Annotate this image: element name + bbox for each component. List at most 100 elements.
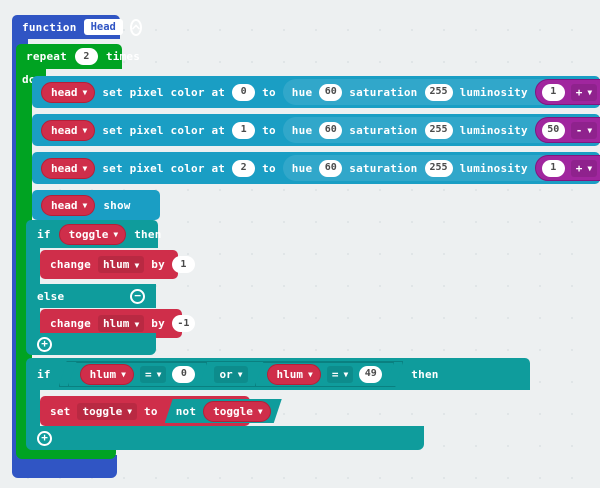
left-compare-operator-dropdown[interactable]: = ▼ <box>140 366 166 383</box>
saturation-field-2[interactable]: 255 <box>424 159 453 177</box>
show-target-label: head <box>51 198 78 212</box>
right-comparison-block[interactable]: hlum ▼ = ▼ 49 <box>255 362 395 387</box>
repeat-do-label: do <box>22 73 36 86</box>
arithmetic-block-2[interactable]: 1 + ▼ hlum ▼ <box>534 155 600 181</box>
or-boolean-block[interactable]: hlum ▼ = ▼ 0 or ▼ hlum ▼ = ▼ 49 <box>59 361 404 387</box>
caret-down-icon: ▼ <box>587 88 593 97</box>
saturation-field-0[interactable]: 255 <box>424 83 453 101</box>
repeat-times-label: times <box>105 50 141 63</box>
right-compare-operator-dropdown[interactable]: = ▼ <box>327 366 353 383</box>
target-variable-label-2: head <box>51 161 78 175</box>
set-variable-dropdown[interactable]: toggle ▼ <box>77 402 138 420</box>
operator-label-2: + <box>575 161 583 175</box>
saturation-field-1[interactable]: 255 <box>424 121 453 139</box>
operand-a-field-2[interactable]: 1 <box>541 159 565 177</box>
target-variable-dropdown-0[interactable]: head ▼ <box>41 81 96 103</box>
if-limits-footer[interactable]: + <box>26 426 424 450</box>
set-toggle-block[interactable]: set toggle ▼ to not toggle ▼ <box>40 396 250 426</box>
hue-field-0[interactable]: 60 <box>319 83 343 101</box>
if-toggle-footer[interactable]: + <box>26 333 156 355</box>
arithmetic-block-0[interactable]: 1 + ▼ hlum ▼ <box>534 79 600 105</box>
luminosity-label-0: luminosity <box>459 85 528 99</box>
caret-down-icon: ▼ <box>587 126 593 135</box>
operator-dropdown-1[interactable]: - ▼ <box>570 121 598 139</box>
by-label-then: by <box>151 258 165 271</box>
not-boolean-block[interactable]: not toggle ▼ <box>165 399 282 423</box>
if-toggle-then-body <box>26 248 40 284</box>
caret-down-icon: ▼ <box>134 260 140 270</box>
arithmetic-block-1[interactable]: 50 - ▼ hlum ▼ <box>534 117 600 143</box>
set-pixel-color-block-2[interactable]: head ▼ set pixel color at 2 to hue 60 sa… <box>32 152 600 184</box>
left-comparison-block[interactable]: hlum ▼ = ▼ 0 <box>68 362 208 387</box>
not-keyword-label: not <box>175 404 197 418</box>
saturation-label-0: saturation <box>349 85 418 99</box>
right-compare-value-field[interactable]: 49 <box>359 366 382 383</box>
if-toggle-header[interactable]: if toggle ▼ then <box>26 220 162 248</box>
target-variable-label-1: head <box>51 123 78 137</box>
function-block-header[interactable]: function Head <box>12 15 142 39</box>
right-compare-variable-dropdown[interactable]: hlum ▼ <box>267 364 321 385</box>
if-keyword-label: if <box>37 227 51 241</box>
function-block-footer <box>12 455 117 478</box>
plus-circle-icon[interactable]: + <box>37 336 52 352</box>
if-limits-keyword-label: if <box>37 367 51 381</box>
minus-circle-icon[interactable]: − <box>130 288 145 304</box>
change-amount-field-then[interactable]: 1 <box>171 256 195 273</box>
right-compare-operator-label: = <box>331 367 339 381</box>
left-compare-variable-label: hlum <box>89 367 117 381</box>
operand-a-field-1[interactable]: 50 <box>541 121 565 139</box>
if-toggle-else-header[interactable]: else − <box>26 284 156 308</box>
plus-circle-icon[interactable]: + <box>37 430 52 446</box>
pixel-index-field-2[interactable]: 2 <box>232 159 256 177</box>
hue-field-2[interactable]: 60 <box>319 159 343 177</box>
show-block[interactable]: head ▼ show <box>32 190 160 220</box>
repeat-block-header[interactable]: repeat 2 times <box>16 44 140 69</box>
chevron-up-icon[interactable] <box>129 18 142 36</box>
change-keyword-label-else: change <box>50 317 91 330</box>
left-compare-operator-label: = <box>144 367 152 381</box>
change-variable-dropdown-then[interactable]: hlum ▼ <box>97 256 145 273</box>
show-target-dropdown[interactable]: head ▼ <box>41 194 96 216</box>
color-hsl-group-1: hue 60 saturation 255 luminosity 50 - ▼ … <box>282 117 600 143</box>
operator-dropdown-2[interactable]: + ▼ <box>570 159 598 177</box>
change-amount-field-else[interactable]: -1 <box>171 315 195 332</box>
set-variable-label: toggle <box>82 404 123 418</box>
if-condition-variable-dropdown[interactable]: toggle ▼ <box>58 223 127 245</box>
operator-label-0: + <box>575 85 583 99</box>
set-pixel-color-block-0[interactable]: head ▼ set pixel color at 0 to hue 60 sa… <box>32 76 600 108</box>
set-pixel-color-block-1[interactable]: head ▼ set pixel color at 1 to hue 60 sa… <box>32 114 600 146</box>
pixel-index-field-0[interactable]: 0 <box>232 83 256 101</box>
change-variable-dropdown-else[interactable]: hlum ▼ <box>97 315 145 332</box>
caret-down-icon: ▼ <box>121 370 126 379</box>
target-variable-dropdown-1[interactable]: head ▼ <box>41 119 96 141</box>
right-compare-variable-label: hlum <box>276 367 304 381</box>
set-pixel-action-label-2: set pixel color at <box>102 161 226 175</box>
pixel-index-field-1[interactable]: 1 <box>232 121 256 139</box>
caret-down-icon: ▼ <box>82 126 88 135</box>
color-hsl-group-0: hue 60 saturation 255 luminosity 1 + ▼ h… <box>282 79 600 105</box>
luminosity-label-2: luminosity <box>459 161 528 175</box>
if-condition-variable-label: toggle <box>68 227 109 241</box>
set-keyword-label: set <box>50 404 71 418</box>
repeat-count-field[interactable]: 2 <box>74 48 98 65</box>
left-compare-value-field[interactable]: 0 <box>172 366 195 383</box>
operator-dropdown-0[interactable]: + ▼ <box>570 83 598 101</box>
target-variable-dropdown-2[interactable]: head ▼ <box>41 157 96 179</box>
to-label-2: to <box>262 161 276 175</box>
or-operator-dropdown[interactable]: or ▼ <box>214 366 247 383</box>
hue-field-1[interactable]: 60 <box>319 121 343 139</box>
function-name-field[interactable]: Head <box>83 18 123 36</box>
if-limits-header[interactable]: if hlum ▼ = ▼ 0 or ▼ hlum ▼ = ▼ <box>26 358 530 390</box>
then-keyword-label: then <box>134 227 162 241</box>
caret-down-icon: ▼ <box>237 370 243 379</box>
change-hlum-block-then[interactable]: change hlum ▼ by 1 <box>40 250 195 279</box>
caret-down-icon: ▼ <box>308 370 313 379</box>
luminosity-label-1: luminosity <box>459 123 528 137</box>
left-compare-variable-dropdown[interactable]: hlum ▼ <box>80 364 134 385</box>
not-operand-dropdown[interactable]: toggle ▼ <box>203 401 271 422</box>
hue-label-2: hue <box>291 161 313 175</box>
change-variable-label-else: hlum <box>102 317 130 330</box>
operand-a-field-0[interactable]: 1 <box>541 83 565 101</box>
caret-down-icon: ▼ <box>82 164 88 173</box>
to-label-1: to <box>262 123 276 137</box>
